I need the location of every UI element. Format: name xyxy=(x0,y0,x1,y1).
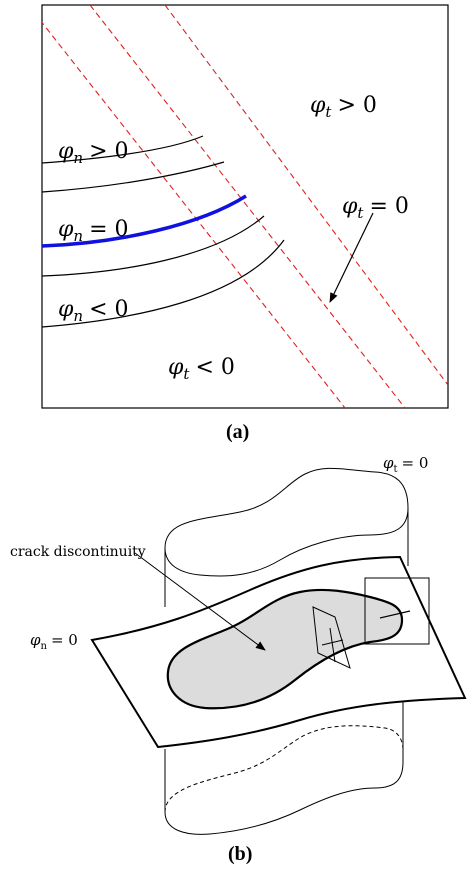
front-normal-vertical xyxy=(329,627,336,663)
normal-level-sets xyxy=(41,135,285,328)
panel-b: crack discontinuity φt= 0 φn= 0 (b) xyxy=(10,454,467,865)
phi-t-zero-label: φt= 0 xyxy=(342,194,409,222)
phi-t-positive-label: φt> 0 xyxy=(310,93,377,121)
phi-n-zero-label-b: φn= 0 xyxy=(30,631,78,652)
phi-n-positive-label: φn> 0 xyxy=(58,139,129,167)
phi-n-curve-1 xyxy=(41,135,204,164)
crack-front-tangent xyxy=(379,610,411,619)
panel-a-caption: (a) xyxy=(226,421,249,443)
phi-t-zero-label-b: φt= 0 xyxy=(383,454,428,475)
phi-t-line-3 xyxy=(164,5,448,386)
phi-n-curve-4 xyxy=(41,215,265,277)
cylinder-bottom-front xyxy=(164,761,404,835)
crack-arrow xyxy=(134,552,266,651)
phi-n-zero-label: φn= 0 xyxy=(58,217,129,245)
phi-t-line-2 xyxy=(89,5,406,408)
phi-t-zero-arrow xyxy=(329,212,374,303)
phi-t-negative-label: φt< 0 xyxy=(168,355,235,383)
phi-n-crack-curve xyxy=(41,194,247,248)
cylinder-bottom-hidden xyxy=(164,725,404,813)
phi-t-line-1 xyxy=(42,21,346,408)
phi-n-curve-2 xyxy=(41,161,225,193)
phi-n-curve-5 xyxy=(41,239,285,328)
panel-b-caption: (b) xyxy=(228,843,252,865)
panel-a: φt> 0 φt= 0 φn> 0 φn= 0 φn< 0 φt< 0 (a) xyxy=(41,4,449,443)
tip-square xyxy=(364,577,430,645)
phi-n-negative-label: φn< 0 xyxy=(58,297,129,325)
panel-a-frame xyxy=(41,4,449,409)
tangent-level-sets xyxy=(42,5,448,408)
front-normal-horizontal xyxy=(321,639,344,646)
crack-discontinuity-label: crack discontinuity xyxy=(10,544,146,560)
cylinder-top-contour xyxy=(164,467,409,577)
crack-front-plane xyxy=(312,606,351,669)
crack-region xyxy=(166,588,404,710)
